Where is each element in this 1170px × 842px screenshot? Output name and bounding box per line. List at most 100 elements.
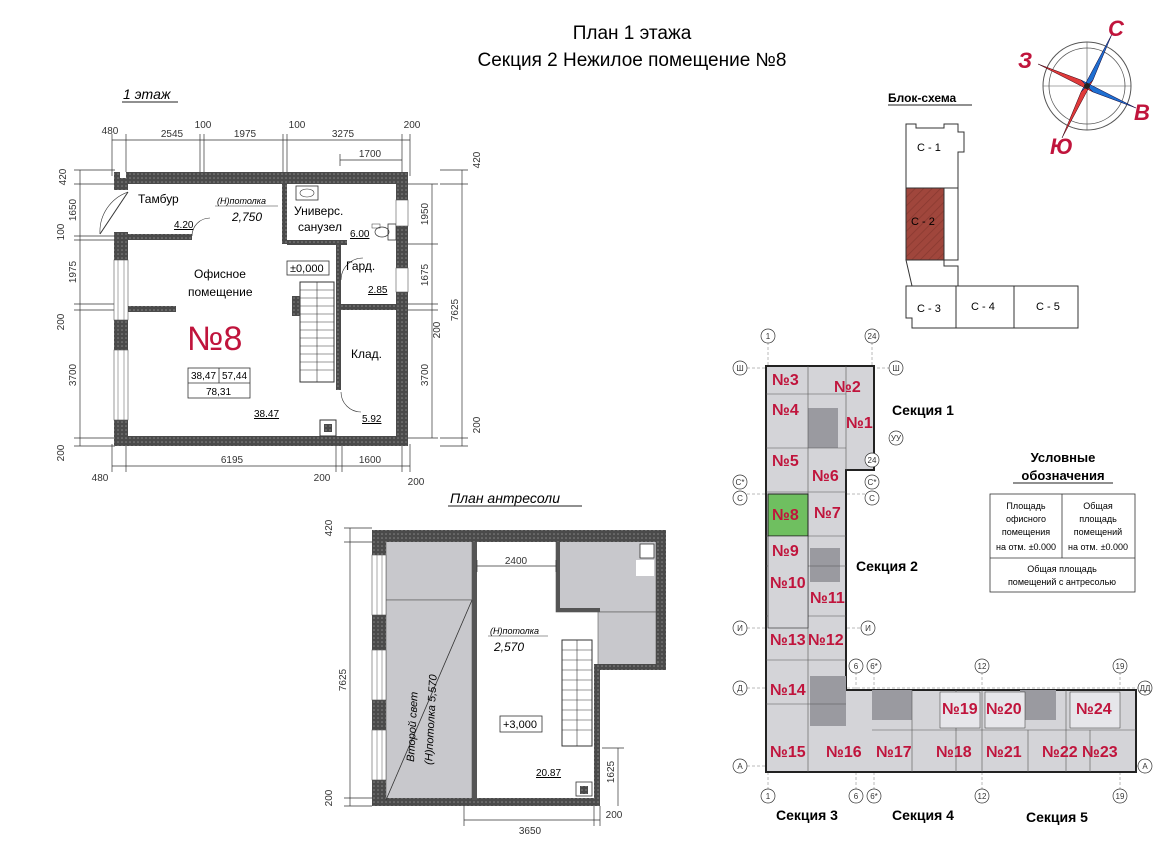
axis-6-top: 6 [854, 662, 859, 671]
axis-dd: ДД [1140, 684, 1151, 693]
mezz-level-mark: +3,000 [503, 719, 537, 731]
unit-8: №8 [772, 507, 799, 524]
dim-top-4: 100 [289, 120, 306, 131]
axis-12-bottom: 12 [978, 792, 987, 801]
block-c4: С - 4 [971, 301, 995, 313]
unit-1: №1 [846, 415, 873, 432]
area-info-b: 57,44 [222, 371, 247, 382]
dim-bottom-1: 6195 [221, 455, 244, 466]
axis-c-star-left: С* [736, 478, 745, 487]
unit-5: №5 [772, 453, 799, 470]
area-info-a: 38,47 [191, 371, 216, 382]
unit-24: №24 [1076, 701, 1112, 718]
section-5-label: Секция 5 [1026, 809, 1088, 825]
axis-sh-left: Ш [736, 364, 743, 373]
axis-1-bottom: 1 [766, 792, 771, 801]
dim-bottom-4: 200 [408, 477, 425, 488]
mezz-dim-left-0: 420 [324, 519, 335, 536]
dim-top-1: 2545 [161, 129, 184, 140]
page-subtitle: Секция 2 Нежилое помещение №8 [478, 50, 787, 71]
mezz-dim-bottom-1: 200 [606, 810, 623, 821]
axis-d: Д [737, 684, 743, 693]
dim-bottom-3: 1600 [359, 455, 382, 466]
mezzanine-label: План антресоли [450, 490, 560, 506]
dim-left-1: 1650 [68, 198, 79, 221]
floor1-walls [99, 172, 409, 446]
room-wardrobe: Гард. [346, 259, 375, 273]
compass-icon [1037, 33, 1137, 139]
floor1-label: 1 этаж [123, 86, 172, 102]
legend-c2-1: площадь [1079, 514, 1117, 524]
dim-left-3: 1975 [68, 260, 79, 283]
unit-16: №16 [826, 744, 862, 761]
mezz-ceiling-label: (Н)потолка [490, 626, 539, 636]
dim-top-2: 100 [195, 120, 212, 131]
dim-left-6: 200 [56, 444, 67, 461]
dim-right-outer-1: 7625 [450, 298, 461, 321]
dim-right-outer-0: 420 [472, 151, 483, 168]
dim-left-2: 100 [56, 223, 67, 240]
room-wc-line1: Универс. [294, 204, 343, 218]
dim-top-3: 1975 [234, 129, 257, 140]
unit-21: №21 [986, 744, 1022, 761]
legend-c2-2: помещений [1074, 527, 1122, 537]
axis-c-star-right: С* [868, 478, 877, 487]
block-c2: С - 2 [911, 216, 935, 228]
page-title: План 1 этажа [573, 23, 692, 44]
legend-c1-2: помещения [1002, 527, 1050, 537]
legend-c1-3: на отм. ±0.000 [996, 542, 1056, 552]
mezz-dim-bottom-0: 3650 [519, 826, 542, 837]
room-storage-area: 5.92 [362, 414, 382, 425]
axis-12-top: 12 [978, 662, 987, 671]
axis-6-bottom: 6 [854, 792, 859, 801]
compass-south-label: Ю [1050, 134, 1073, 159]
room-office-line2: помещение [188, 285, 253, 299]
mezz-dim-left-1: 7625 [338, 668, 349, 691]
mezz-area: 20.87 [536, 768, 561, 779]
unit-17: №17 [876, 744, 912, 761]
unit-19: №19 [942, 701, 978, 718]
dim-right-1: 1675 [420, 263, 431, 286]
floor1-dims-left [74, 169, 115, 447]
unit-4: №4 [772, 402, 799, 419]
axis-i-left: И [737, 624, 743, 633]
area-info-box [187, 367, 251, 399]
legend-c2-3: на отм. ±0.000 [1068, 542, 1128, 552]
dim-1700: 1700 [359, 149, 382, 160]
floor1-dims-top [111, 134, 411, 176]
section-4-label: Секция 4 [892, 807, 954, 823]
mezzanine-walls [371, 530, 666, 806]
dim-bottom-2: 200 [314, 473, 331, 484]
legend-table [989, 493, 1136, 593]
dim-right-0: 1950 [420, 202, 431, 225]
unit-number: №8 [187, 320, 242, 358]
legend-c1-1: офисного [1006, 514, 1046, 524]
mezz-dim-1625: 1625 [606, 760, 617, 783]
compass-west-label: З [1018, 48, 1032, 73]
unit-18: №18 [936, 744, 972, 761]
dim-top-6: 200 [404, 120, 421, 131]
dim-right-2: 200 [432, 321, 443, 338]
dim-left-4: 200 [56, 313, 67, 330]
ceiling-label-1: (Н)потолка [217, 196, 266, 206]
unit-13: №13 [770, 632, 806, 649]
unit-11: №11 [810, 590, 845, 607]
level-mark: ±0,000 [290, 263, 324, 275]
unit-10: №10 [770, 575, 806, 592]
dim-bottom-0: 480 [92, 473, 109, 484]
legend-title-line1: Условные [1031, 450, 1096, 465]
room-wardrobe-area: 2.85 [368, 285, 388, 296]
axis-a-left: А [737, 762, 743, 771]
unit-3: №3 [772, 372, 799, 389]
second-light-label: Второй свет [405, 692, 421, 763]
axis-6star-bottom: 6* [870, 792, 878, 801]
unit-7: №7 [814, 505, 841, 522]
unit-9: №9 [772, 543, 799, 560]
unit-20: №20 [986, 701, 1022, 718]
section-1-label: Секция 1 [892, 402, 954, 418]
room-storage: Клад. [351, 347, 382, 361]
unit-22: №22 [1042, 744, 1078, 761]
dim-right-3: 3700 [420, 363, 431, 386]
unit-2: №2 [834, 379, 861, 396]
room-office-area: 38.47 [254, 409, 279, 420]
